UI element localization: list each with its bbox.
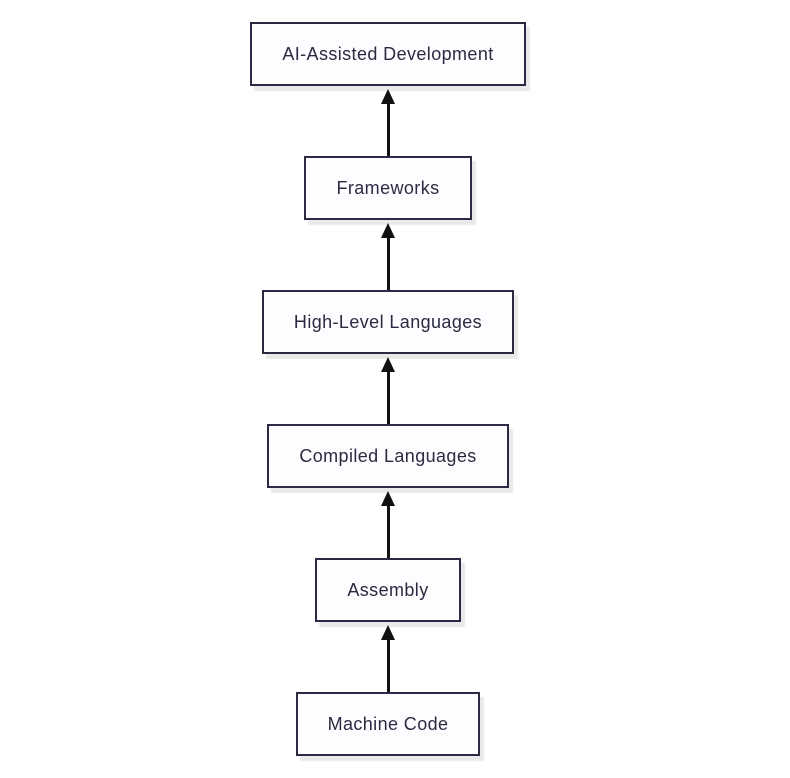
node-compiled-languages: Compiled Languages <box>267 424 509 488</box>
arrowhead-up-icon <box>381 625 395 640</box>
edge-line <box>386 238 390 290</box>
node-high-level-languages: High-Level Languages <box>261 290 515 354</box>
arrowhead-up-icon <box>381 223 395 238</box>
edge-frameworks-to-ai <box>381 86 395 156</box>
edge-assembly-to-compiled <box>381 488 395 558</box>
node-ai-assisted-development: AI-Assisted Development <box>250 22 526 86</box>
arrowhead-up-icon <box>381 89 395 104</box>
node-label: Machine Code <box>327 714 449 734</box>
node-label: AI-Assisted Development <box>282 44 494 64</box>
edge-line <box>386 640 390 692</box>
edge-line <box>386 506 390 558</box>
edge-line <box>386 372 390 424</box>
node-label: Assembly <box>347 580 429 600</box>
node-machine-code: Machine Code <box>295 692 481 756</box>
edge-machinecode-to-assembly <box>381 622 395 692</box>
edge-highlevel-to-frameworks <box>381 220 395 290</box>
node-label: High-Level Languages <box>293 312 483 332</box>
edge-line <box>386 104 390 156</box>
node-label: Compiled Languages <box>299 446 477 466</box>
flowchart-stack: AI-Assisted Development Frameworks High-… <box>0 22 783 756</box>
arrowhead-up-icon <box>381 491 395 506</box>
node-assembly: Assembly <box>315 558 461 622</box>
node-frameworks: Frameworks <box>304 156 472 220</box>
edge-compiled-to-highlevel <box>381 354 395 424</box>
arrowhead-up-icon <box>381 357 395 372</box>
node-label: Frameworks <box>336 178 440 198</box>
